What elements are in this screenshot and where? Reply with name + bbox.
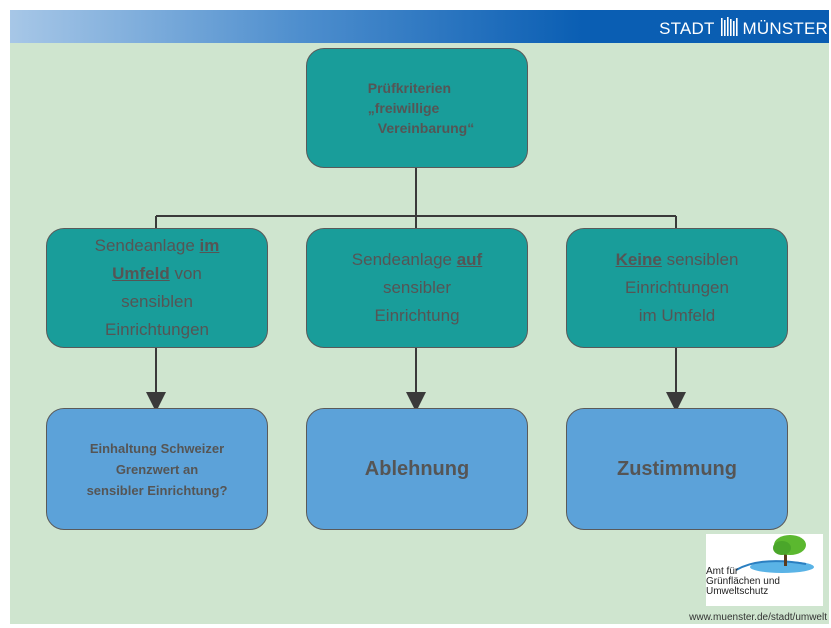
condition-2-emphasis: auf: [456, 250, 483, 269]
root-line-1: Prüfkriterien: [367, 80, 452, 96]
brand-right-text: MÜNSTER: [742, 19, 828, 38]
root-line-2: „freiwillige: [367, 100, 440, 116]
condition-node-im-umfeld: Sendeanlage im Umfeld von sensiblen Einr…: [46, 228, 268, 348]
condition-3-post: sensiblen Einrichtungen im Umfeld: [625, 250, 739, 325]
condition-1-post: von sensiblen Einrichtungen: [105, 264, 209, 339]
condition-1-pre: Sendeanlage: [94, 236, 200, 255]
outcome-1-text: Einhaltung Schweizer Grenzwert an sensib…: [86, 440, 228, 498]
outcome-node-ablehnung: Ablehnung: [306, 408, 528, 530]
root-line-3: Vereinbarung“: [377, 120, 475, 136]
outcome-2-text: Ablehnung: [364, 457, 470, 480]
organ-pipes-icon: [719, 16, 739, 42]
condition-2-pre: Sendeanlage: [351, 250, 457, 269]
stadt-muenster-brand: STADT MÜNSTER: [659, 16, 828, 42]
condition-1-emphasis: im: [199, 236, 220, 255]
condition-node-keine: Keine sensiblen Einrichtungen im Umfeld: [566, 228, 788, 348]
tree-pond-icon: [735, 535, 814, 573]
outcome-node-grenzwert: Einhaltung Schweizer Grenzwert an sensib…: [46, 408, 268, 530]
root-node: Prüfkriterien „freiwillige Vereinbarung“: [306, 48, 528, 168]
condition-1-emphasis-2: Umfeld: [112, 264, 170, 283]
outcome-node-zustimmung: Zustimmung: [566, 408, 788, 530]
outcome-3-text: Zustimmung: [617, 457, 737, 480]
department-name: Amt für Grünflächen und Umweltschutz: [706, 566, 780, 597]
condition-node-auf: Sendeanlage auf sensibler Einrichtung: [306, 228, 528, 348]
brand-left-text: STADT: [659, 19, 715, 38]
condition-2-post: sensibler Einrichtung: [374, 278, 460, 325]
department-logo: Amt für Grünflächen und Umweltschutz: [706, 534, 823, 606]
condition-3-emphasis: Keine: [615, 250, 662, 269]
footer-url[interactable]: www.muenster.de/stadt/umwelt: [689, 612, 827, 623]
header-bar: [10, 10, 829, 43]
